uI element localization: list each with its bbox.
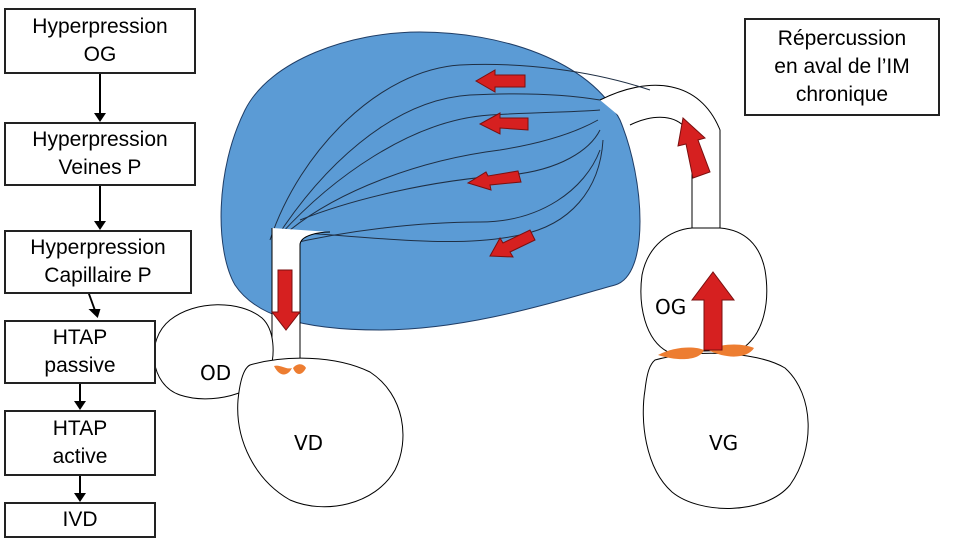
flow-arrows <box>270 69 735 351</box>
right-ventricle-shape <box>237 357 404 508</box>
label-od: OD <box>200 361 232 385</box>
cascade-box-ivd: IVD <box>4 502 156 538</box>
cascade-box-htap-active: HTAP active <box>4 410 156 476</box>
cascade-box-hyperpression-capillaire-p: Hyperpression Capillaire P <box>4 230 192 294</box>
tricuspid-valve <box>274 364 306 375</box>
pulmonary-vein <box>599 84 721 231</box>
lung-flow-arrow-2 <box>478 112 529 135</box>
vein-flow-arrow <box>677 117 711 179</box>
regurgitation-arrow <box>691 271 735 351</box>
cascade-arrow-5 <box>74 476 86 502</box>
artery-flow-arrow <box>270 269 302 331</box>
lung-flow-arrow-4 <box>489 229 536 258</box>
title-box: Répercussion en aval de l’IM chronique <box>744 18 940 116</box>
cascade-arrow-4 <box>74 384 86 410</box>
cascade-box-hyperpression-veines-p: Hyperpression Veines P <box>4 122 196 186</box>
label-vg: VG <box>709 431 739 455</box>
left-ventricle-shape <box>642 352 809 509</box>
lung-flow-arrow-1 <box>475 69 526 93</box>
label-vd: VD <box>294 431 324 455</box>
lung-flow-arrow-3 <box>466 170 522 191</box>
pulmonary-artery <box>271 228 331 366</box>
pulmonary-circulation <box>220 31 641 331</box>
cascade-arrow-1 <box>94 74 106 122</box>
cascade-arrow-2 <box>94 186 106 230</box>
label-og: OG <box>655 295 687 319</box>
cascade-box-htap-passive: HTAP passive <box>4 320 156 384</box>
cascade-box-hyperpression-og: Hyperpression OG <box>4 8 196 74</box>
